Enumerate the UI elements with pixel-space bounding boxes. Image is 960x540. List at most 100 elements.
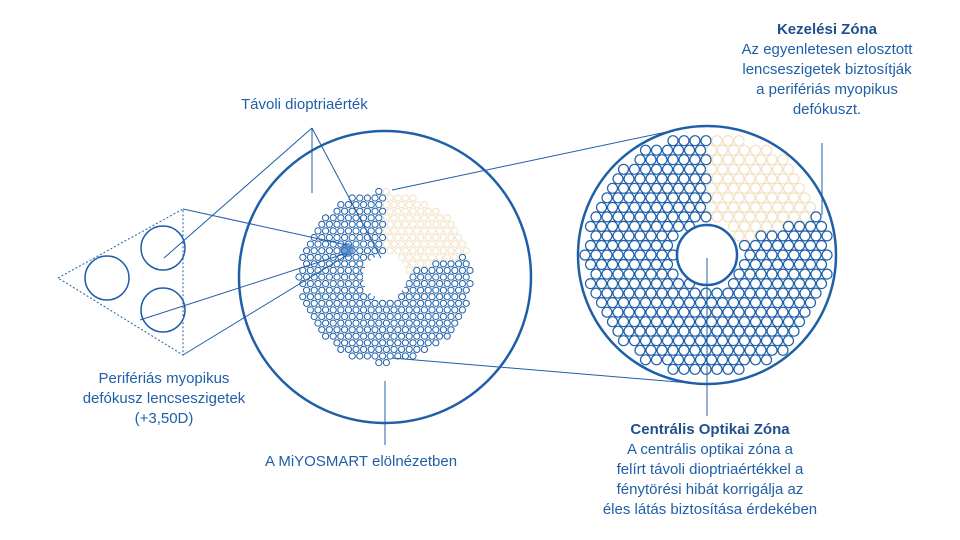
lenslet xyxy=(771,258,784,271)
treatment-zone-lenslet xyxy=(771,163,784,175)
lenslet xyxy=(700,173,712,185)
lenslet xyxy=(447,286,455,294)
treatment-zone-lenslet xyxy=(744,211,756,223)
lenslet xyxy=(348,260,356,268)
treatment-zone-lenslet xyxy=(398,214,406,222)
lenslet xyxy=(333,273,341,281)
lenslet xyxy=(595,258,608,271)
lenslet xyxy=(628,220,641,232)
lenslet xyxy=(738,354,751,366)
lenslet xyxy=(793,239,806,252)
lenslet xyxy=(417,339,425,347)
lenslet xyxy=(409,339,417,347)
treatment-zone-lenslet xyxy=(716,182,729,194)
lenslet xyxy=(386,326,394,334)
lenslet xyxy=(782,278,795,290)
treatment-zone-lenslet xyxy=(394,194,402,202)
lenslet xyxy=(424,286,432,294)
lenslet xyxy=(382,332,390,340)
lenslet xyxy=(443,332,451,340)
lenslet xyxy=(356,299,364,307)
distance-power-label: Távoli dioptriaérték xyxy=(241,95,368,115)
pointer-line xyxy=(139,252,348,321)
lenslet xyxy=(689,344,701,356)
lenslet xyxy=(782,220,795,232)
lenslet xyxy=(360,319,368,327)
lenslet xyxy=(458,280,466,288)
treatment-zone-lenslet xyxy=(417,207,425,215)
lenslet xyxy=(337,266,345,274)
lenslet xyxy=(424,299,432,307)
lenslet xyxy=(606,297,619,309)
treatment-zone-lenslet xyxy=(382,214,390,222)
connector-line xyxy=(391,126,691,191)
lenslet xyxy=(379,326,387,334)
central-zone-title: Centrális Optikai Zóna xyxy=(630,421,790,438)
lenslet xyxy=(447,299,455,307)
lenslet xyxy=(777,306,789,318)
lenslet xyxy=(344,306,352,314)
lenslet xyxy=(439,260,447,268)
lenslet xyxy=(760,297,773,309)
lenslet xyxy=(455,260,463,268)
lenslet xyxy=(749,278,762,290)
lenslet xyxy=(333,207,341,215)
lenslet xyxy=(601,287,613,299)
lenslet xyxy=(337,214,345,222)
lenslet xyxy=(314,319,322,327)
lenslet xyxy=(363,207,371,215)
lenslet xyxy=(755,287,767,299)
lenslet xyxy=(367,345,375,353)
lenslet xyxy=(436,266,444,274)
lenslet xyxy=(667,306,679,318)
lenslet xyxy=(344,214,352,222)
lenslet xyxy=(793,278,806,290)
lenslet xyxy=(639,163,652,175)
treatment-zone-line: defókuszt. xyxy=(792,101,862,118)
lenslet xyxy=(661,220,674,232)
treatment-zone-lenslet xyxy=(749,144,762,156)
lenslet xyxy=(799,249,811,261)
lenslet xyxy=(656,173,668,185)
lenslet xyxy=(348,312,356,321)
treatment-zone-lenslet xyxy=(386,233,394,242)
connector-line xyxy=(391,357,691,384)
lenslet xyxy=(337,280,345,288)
lenslet xyxy=(371,339,379,347)
lenslet xyxy=(678,211,690,223)
treatment-zone-lenslet xyxy=(711,173,723,185)
lenslet xyxy=(462,260,470,268)
lenslet xyxy=(344,201,352,209)
treatment-zone-lenslet xyxy=(755,211,767,223)
treatment-zone-lenslet xyxy=(394,220,402,228)
lenslet xyxy=(815,258,828,271)
treatment-zone-lenslet xyxy=(409,207,417,215)
lenslet xyxy=(367,306,375,314)
lenslet xyxy=(348,339,356,347)
lenslet xyxy=(458,306,466,314)
lenslet xyxy=(722,363,734,375)
lenslet xyxy=(683,182,696,194)
lenslet xyxy=(617,201,630,213)
lenslet xyxy=(650,144,663,156)
lenslet xyxy=(612,325,624,337)
lens-zoomed-view xyxy=(576,124,838,386)
lenslet xyxy=(409,352,417,360)
lenslet xyxy=(694,316,707,328)
lenslet xyxy=(341,299,349,307)
treatment-zone-lenslet xyxy=(749,182,762,194)
treatment-zone-lenslet xyxy=(439,220,447,228)
treatment-zone-lenslet xyxy=(799,211,811,223)
lenslet xyxy=(656,230,668,242)
lenslet xyxy=(766,249,778,261)
lenslet xyxy=(458,253,466,261)
treatment-zone-lenslet xyxy=(394,207,402,215)
lenslet xyxy=(439,286,447,294)
treatment-zone-lenslet xyxy=(386,247,394,255)
treatment-zone-lenslet xyxy=(428,227,436,235)
lenslet xyxy=(314,306,322,314)
treatment-zone-lenslet xyxy=(771,201,784,213)
lenslet xyxy=(672,297,685,309)
lenslet xyxy=(579,249,591,261)
